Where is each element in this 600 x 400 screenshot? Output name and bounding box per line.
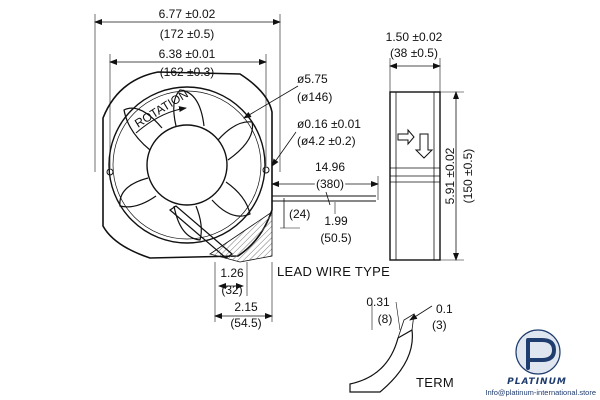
depth-mm: (38 ±0.5) <box>390 46 438 60</box>
logo-email: Info@platinum-international.store <box>485 388 596 397</box>
dim-venturi: ø5.75 (ø146) <box>243 72 332 119</box>
lead-exit-mm: (50.5) <box>320 231 351 245</box>
lead-boss-hatch <box>209 211 273 263</box>
overall-width-inch: 6.77 ±0.02 <box>159 7 216 21</box>
overall-width-mm: (172 ±0.5) <box>160 27 215 41</box>
fan-hub <box>146 124 228 206</box>
fan-side-view <box>389 91 441 261</box>
mount-hole-left <box>106 168 114 176</box>
terminal-detail: 0.31 (8) 0.1 (3) TERM <box>349 295 454 393</box>
hole-inch: ø0.16 ±0.01 <box>297 117 361 131</box>
venturi-mm: (ø146) <box>297 90 332 104</box>
height-mm: (150 ±0.5) <box>461 149 475 204</box>
dim-overall-width: 6.77 ±0.02 (172 ±0.5) <box>94 7 281 172</box>
lead-exit-inch: 1.99 <box>324 214 348 228</box>
rotation-arrow <box>135 106 187 134</box>
term-thickness-inch: 0.31 <box>366 295 390 309</box>
terminal-type-caption: TERM <box>416 375 454 390</box>
fan-front-view: ROTATION <box>102 71 273 263</box>
boss-width-inch: 2.15 <box>234 300 258 314</box>
hole-mm: (ø4.2 ±0.2) <box>297 134 356 148</box>
logo-brand: PLATINUM <box>507 377 567 387</box>
boss-offset-mm: (32) <box>221 283 242 297</box>
venturi-inch: ø5.75 <box>297 72 328 86</box>
fan-venturi-inner <box>112 90 262 240</box>
fan-blades <box>119 89 254 241</box>
logo-p-icon <box>526 338 557 370</box>
dim-boss-offset: 1.26 (32) <box>214 262 248 322</box>
dim-lead-exit: 1.99 (50.5) <box>320 202 352 245</box>
mount-pitch-inch: 6.38 ±0.01 <box>159 47 216 61</box>
lead-wire-strut <box>169 205 233 259</box>
term-thickness-mm: (8) <box>378 312 393 326</box>
term-width-inch: 0.1 <box>436 302 453 316</box>
depth-inch: 1.50 ±0.02 <box>386 30 443 44</box>
lead-wire-type-caption: LEAD WIRE TYPE <box>277 264 390 279</box>
height-inch: 5.91 ±0.02 <box>443 147 457 204</box>
term-width-mm: (3) <box>432 318 447 332</box>
lead-offset-mm: (24) <box>289 207 310 221</box>
platinum-logo: PLATINUM Info@platinum-international.sto… <box>485 329 596 397</box>
lead-length-inch: 14.96 <box>315 160 345 174</box>
dim-depth: 1.50 ±0.02 (38 ±0.5) <box>386 30 443 92</box>
boss-width-mm: (54.5) <box>230 316 261 330</box>
boss-offset-inch: 1.26 <box>220 266 244 280</box>
dim-mount-pitch: 6.38 ±0.01 (162 ±0.3) <box>109 47 267 168</box>
mount-pitch-mm: (162 ±0.3) <box>160 65 215 79</box>
mount-hole-right <box>262 166 270 174</box>
fan-venturi <box>108 86 266 244</box>
dim-boss-width: 2.15 (54.5) <box>214 262 273 330</box>
dim-height: 5.91 ±0.02 (150 ±0.5) <box>440 91 475 261</box>
dim-hole: ø0.16 ±0.01 (ø4.2 ±0.2) <box>271 117 361 167</box>
lead-length-mm: (380) <box>316 177 344 191</box>
dim-lead-offset: (24) <box>280 198 310 229</box>
fan-frame-outline <box>102 71 273 259</box>
dim-lead-length: 14.96 (380) <box>271 160 379 206</box>
